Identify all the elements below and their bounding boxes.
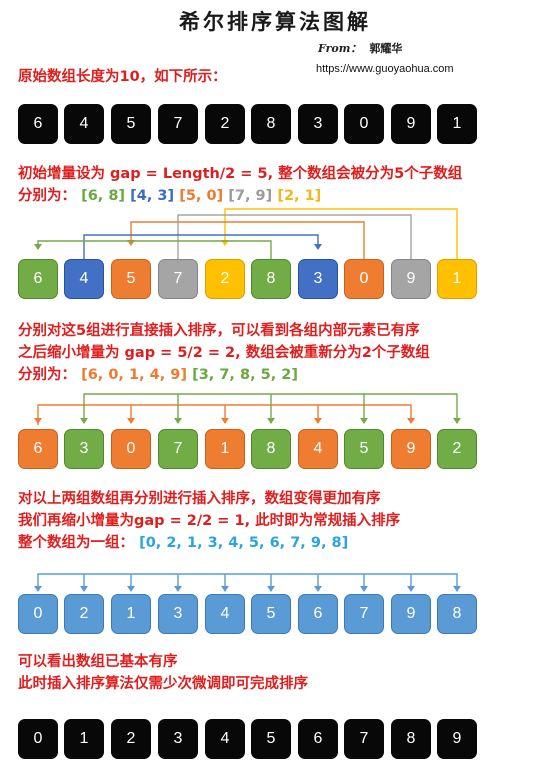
array-cell: 0 <box>111 429 151 469</box>
array-cell: 0 <box>18 719 58 759</box>
array-cell: 6 <box>18 259 58 299</box>
step2-line2: 之后缩小增量为 gap = 5/2 = 2, 数组会被重新分为2个子数组 <box>18 345 430 361</box>
array-cell: 6 <box>298 594 338 634</box>
array-cell: 4 <box>64 259 104 299</box>
array-cell: 3 <box>298 259 338 299</box>
intro-text: 原始数组长度为10，如下所示： <box>18 69 227 85</box>
array-cell: 7 <box>344 594 384 634</box>
array-cell: 3 <box>64 429 104 469</box>
array-cell: 2 <box>64 594 104 634</box>
array-cell: 1 <box>437 259 477 299</box>
array-cell: 9 <box>391 429 431 469</box>
array-cell: 9 <box>391 104 431 144</box>
group-6-8: [6, 8] <box>81 188 126 204</box>
final-line2: 此时插入排序算法仅需少次微调即可完成排序 <box>18 676 308 692</box>
step2-prefix: 分别为： <box>18 367 76 383</box>
step3-line2: 我们再缩小增量为gap = 2/2 = 1, 此时即为常规插入排序 <box>18 513 401 529</box>
array-cell: 5 <box>111 104 151 144</box>
array-cell: 2 <box>111 719 151 759</box>
array-cell: 1 <box>205 429 245 469</box>
array-cell: 8 <box>251 104 291 144</box>
array-cell: 6 <box>18 104 58 144</box>
step3-line1: 对以上两组数组再分别进行插入排序，数组变得更加有序 <box>18 491 381 507</box>
array-cell: 4 <box>64 104 104 144</box>
array-cell: 1 <box>64 719 104 759</box>
array-cell: 9 <box>437 719 477 759</box>
array-cell: 7 <box>158 104 198 144</box>
page-title: 希尔排序算法图解 <box>179 9 371 34</box>
array-cell: 0 <box>344 259 384 299</box>
array-cell: 1 <box>437 104 477 144</box>
array-cell: 5 <box>251 719 291 759</box>
step1-line2: 分别为： [6, 8] [4, 3] [5, 0] [7, 9] [2, 1] <box>18 185 321 207</box>
array-cell: 1 <box>111 594 151 634</box>
array-cell: 5 <box>111 259 151 299</box>
array-cell: 4 <box>298 429 338 469</box>
group-even: [6, 0, 1, 4, 9] <box>81 367 187 383</box>
array-cell: 3 <box>158 719 198 759</box>
step3-prefix: 整个数组为一组： <box>18 535 134 551</box>
group-2-1: [2, 1] <box>277 188 322 204</box>
array-cell: 5 <box>344 429 384 469</box>
step3-line3: 整个数组为一组： [0, 2, 1, 3, 4, 5, 6, 7, 9, 8] <box>18 532 348 554</box>
group-all: [0, 2, 1, 3, 4, 5, 6, 7, 9, 8] <box>139 535 349 551</box>
array-cell: 6 <box>18 429 58 469</box>
website-url[interactable]: https://www.guoyaohua.com <box>316 63 454 75</box>
step2-line3: 分别为： [6, 0, 1, 4, 9] [3, 7, 8, 5, 2] <box>18 364 298 386</box>
group-4-3: [4, 3] <box>130 188 175 204</box>
author-name: 郭耀华 <box>369 42 403 55</box>
array-cell: 0 <box>18 594 58 634</box>
array-cell: 5 <box>251 594 291 634</box>
array-cell: 2 <box>205 259 245 299</box>
array-cell: 8 <box>251 259 291 299</box>
step1-line1: 初始增量设为 gap = Length/2 = 5, 整个数组会被分为5个子数组 <box>18 166 463 182</box>
array-cell: 0 <box>344 104 384 144</box>
array-cell: 6 <box>298 719 338 759</box>
array-cell: 8 <box>437 594 477 634</box>
group-5-0: [5, 0] <box>179 188 224 204</box>
array-cell: 7 <box>344 719 384 759</box>
array-cell: 7 <box>158 429 198 469</box>
array-cell: 8 <box>251 429 291 469</box>
array-cell: 2 <box>437 429 477 469</box>
author-credit: From： 郭耀华 <box>318 40 402 56</box>
final-line1: 可以看出数组已基本有序 <box>18 654 178 670</box>
array-cell: 7 <box>158 259 198 299</box>
group-7-9: [7, 9] <box>228 188 273 204</box>
array-cell: 3 <box>298 104 338 144</box>
array-cell: 8 <box>391 719 431 759</box>
step2-line1: 分别对这5组进行直接插入排序，可以看到各组内部元素已有序 <box>18 323 420 339</box>
group-odd: [3, 7, 8, 5, 2] <box>192 367 298 383</box>
step1-prefix: 分别为： <box>18 188 76 204</box>
array-cell: 4 <box>205 594 245 634</box>
array-cell: 9 <box>391 259 431 299</box>
array-cell: 9 <box>391 594 431 634</box>
array-cell: 4 <box>205 719 245 759</box>
array-cell: 3 <box>158 594 198 634</box>
array-cell: 2 <box>205 104 245 144</box>
from-label: From： <box>318 42 362 55</box>
